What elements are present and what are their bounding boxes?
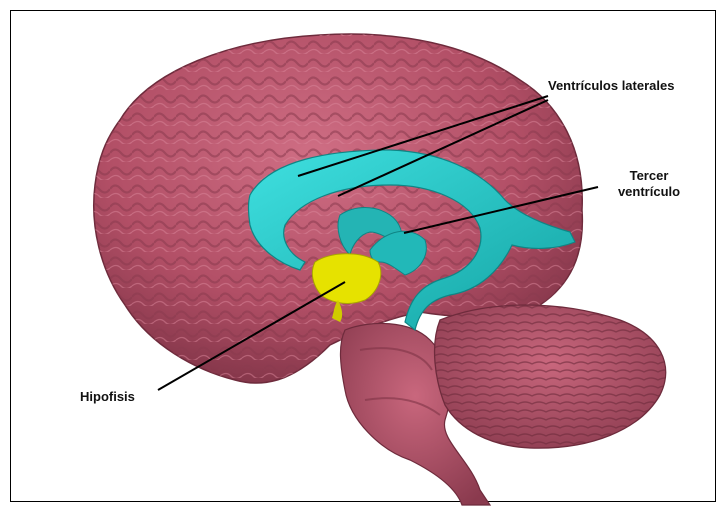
label-tercer-line1: Tercer	[604, 168, 694, 184]
label-tercer-ventriculo: Tercer ventrículo	[604, 168, 694, 200]
label-hipofisis: Hipofisis	[80, 389, 160, 405]
label-ventriculos-laterales: Ventrículos laterales	[548, 78, 718, 94]
cerebellum	[435, 305, 666, 448]
label-tercer-line2: ventrículo	[604, 184, 694, 200]
